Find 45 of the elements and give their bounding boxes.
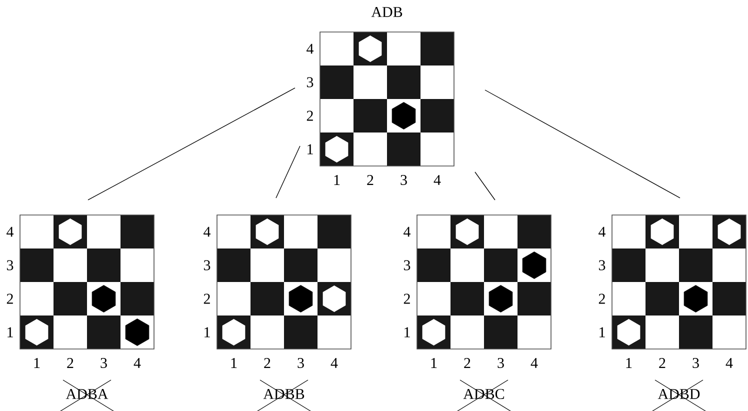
axis-number: 3 [692,358,699,368]
axis-number: 3 [598,260,606,270]
axis-number: 2 [67,358,74,368]
axis-number: 4 [134,358,141,368]
axis-number: 3 [306,77,314,88]
axis-number: 4 [330,358,338,368]
axis-number: 4 [598,226,606,237]
axis-number: 3 [6,260,14,270]
connector-line [484,90,680,198]
axis-number: 1 [334,175,340,185]
axis-number: 4 [404,226,411,237]
axis-number: 3 [204,260,210,270]
axis-number: 2 [306,110,313,121]
axis-number: 1 [34,358,40,368]
axis-number: 4 [204,226,211,237]
axis-number: 3 [100,358,107,368]
axis-number: 4 [6,226,14,237]
axis-number: 1 [600,327,605,338]
axis-number: 2 [6,294,13,304]
axis-number: 3 [400,174,407,186]
axis-number: 1 [308,144,313,154]
axis-number: 4 [306,44,314,54]
axis-number: 3 [298,358,304,368]
axis-number: 1 [8,327,13,338]
axis-number: 1 [204,327,210,338]
axis-number: 1 [231,358,237,368]
board-title: ADB [371,7,402,17]
axis-number: 2 [404,294,410,304]
connector-line [88,88,296,200]
axis-number: 1 [404,327,410,338]
axis-number: 3 [404,260,410,270]
axis-number: 4 [434,175,441,185]
axis-number: 2 [464,358,470,368]
axis-number: 1 [431,358,437,368]
axis-number: 2 [598,294,605,304]
axis-number: 2 [204,294,210,304]
axis-number: 3 [498,358,504,368]
connector-line [474,172,496,200]
axis-number: 4 [530,358,538,368]
axis-number: 4 [726,358,733,368]
axis-number: 1 [626,358,632,368]
connector-line [276,146,300,198]
axis-number: 2 [367,175,374,185]
axis-number: 2 [659,358,666,368]
axis-number: 2 [264,358,270,368]
